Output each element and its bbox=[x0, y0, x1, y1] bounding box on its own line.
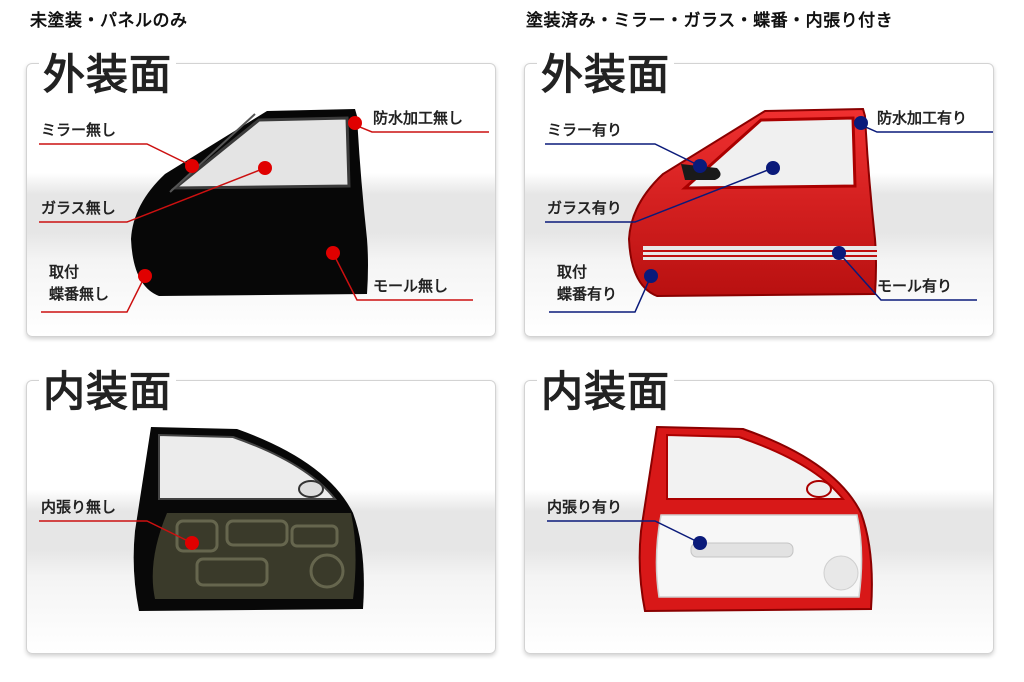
armrest bbox=[690, 542, 794, 558]
marker-trim bbox=[185, 536, 199, 550]
panel-exterior-unpainted: 外装面 ミラー無し 防水加工無し ガラス無し 取付 蝶番無し モール無し bbox=[26, 50, 496, 337]
leader-glass bbox=[545, 167, 774, 223]
leader-waterproof bbox=[354, 124, 489, 133]
label-mirror: ミラー無し bbox=[41, 121, 117, 139]
panel-exterior-painted: 外装面 ミラー有り 防水加工有り bbox=[524, 50, 994, 337]
panel-interior-painted: 内装面 内張り有り bbox=[524, 367, 994, 654]
marker-hinge bbox=[138, 269, 152, 283]
panel-interior-unpainted: 内装面 内張り無し bbox=[26, 367, 496, 654]
door-exterior-painted-diagram bbox=[545, 107, 993, 313]
marker-mirror bbox=[185, 159, 199, 173]
window-frame bbox=[158, 433, 338, 500]
leader-trim bbox=[547, 520, 701, 544]
panel-title: 内装面 bbox=[39, 367, 177, 417]
label-molding: モール無し bbox=[373, 277, 449, 295]
label-trim: 内張り有り bbox=[547, 498, 623, 516]
label-hinge-line2: 蝶番無し bbox=[49, 285, 110, 303]
column-title-painted: 塗装済み・ミラー・ガラス・蝶番・内張り付き bbox=[526, 11, 894, 31]
marker-waterproof bbox=[854, 116, 868, 130]
label-waterproof: 防水加工有り bbox=[877, 109, 968, 127]
leader-molding bbox=[332, 252, 473, 301]
leader-hinge bbox=[41, 275, 146, 313]
label-hinge-line2: 蝶番有り bbox=[557, 285, 618, 303]
leader-mirror bbox=[39, 143, 193, 167]
leader-molding bbox=[838, 252, 977, 301]
window-frame bbox=[681, 116, 857, 190]
label-hinge-line1: 取付 bbox=[49, 263, 80, 281]
speaker-grille bbox=[823, 555, 859, 591]
window-frame bbox=[666, 433, 846, 500]
column-title-unpainted: 未塗装・パネルのみ bbox=[30, 11, 188, 31]
mirror-housing bbox=[298, 480, 324, 498]
marker-waterproof bbox=[348, 116, 362, 130]
leader-trim bbox=[39, 520, 193, 544]
panel-title: 外装面 bbox=[537, 50, 675, 100]
label-glass: ガラス無し bbox=[41, 199, 116, 217]
marker-molding bbox=[832, 246, 846, 260]
marker-glass bbox=[766, 161, 780, 175]
leader-glass bbox=[39, 167, 266, 223]
mirror-housing bbox=[806, 480, 832, 498]
label-hinge-line1: 取付 bbox=[557, 263, 588, 281]
marker-hinge bbox=[644, 269, 658, 283]
marker-glass bbox=[258, 161, 272, 175]
label-mirror: ミラー有り bbox=[547, 121, 623, 139]
inner-panel bbox=[152, 513, 356, 599]
label-trim: 内張り無し bbox=[41, 498, 117, 516]
marker-molding bbox=[326, 246, 340, 260]
leader-mirror bbox=[545, 143, 701, 167]
label-glass: ガラス有り bbox=[547, 199, 622, 217]
marker-mirror bbox=[693, 159, 707, 173]
label-waterproof: 防水加工無し bbox=[373, 109, 464, 127]
door-interior-bare-diagram bbox=[39, 427, 364, 611]
door-exterior-bare-diagram bbox=[39, 109, 489, 313]
window-frame bbox=[170, 116, 351, 190]
label-molding: モール有り bbox=[877, 277, 953, 295]
door-interior-painted-diagram bbox=[547, 425, 873, 613]
panel-title: 外装面 bbox=[39, 50, 177, 100]
panel-title: 内装面 bbox=[537, 367, 675, 417]
leader-hinge bbox=[549, 275, 652, 313]
marker-trim bbox=[693, 536, 707, 550]
